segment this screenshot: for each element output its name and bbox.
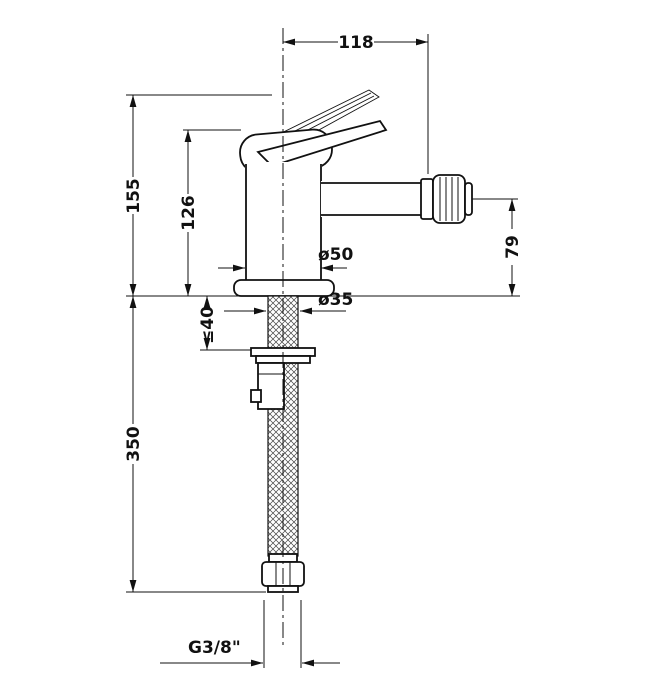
faucet-outline <box>233 89 473 593</box>
dimension-base-diameter: ø50 <box>218 245 354 272</box>
extension-lines <box>126 34 520 668</box>
dimension-total-height: 155 <box>124 95 144 296</box>
lever-handle <box>256 119 388 168</box>
dimension-outlet-height: 79 <box>503 199 523 296</box>
dim-body-height-label: 126 <box>179 195 199 231</box>
dimension-spout-reach: 118 <box>283 33 428 53</box>
dim-shank-diameter-label: ø35 <box>318 290 353 310</box>
dimension-body-height: 126 <box>179 130 199 296</box>
dim-base-diameter-label: ø50 <box>318 245 354 265</box>
dimension-hose-length: 350 <box>124 296 144 592</box>
dim-max-deck-thickness-label: ≤40 <box>198 306 218 344</box>
dimension-max-deck-thickness: ≤40 <box>198 296 218 350</box>
spout-fill <box>321 181 421 217</box>
dimension-shank-diameter: ø35 <box>224 290 353 315</box>
dim-connection-thread-label: G3/8" <box>188 638 241 658</box>
dim-total-height-label: 155 <box>124 178 144 214</box>
dim-outlet-height-label: 79 <box>503 235 523 259</box>
aerator-outlet <box>420 174 473 224</box>
dim-spout-reach-label: 118 <box>338 33 374 53</box>
dimension-connection-thread: G3/8" <box>160 638 340 667</box>
dim-hose-length-label: 350 <box>124 426 144 462</box>
